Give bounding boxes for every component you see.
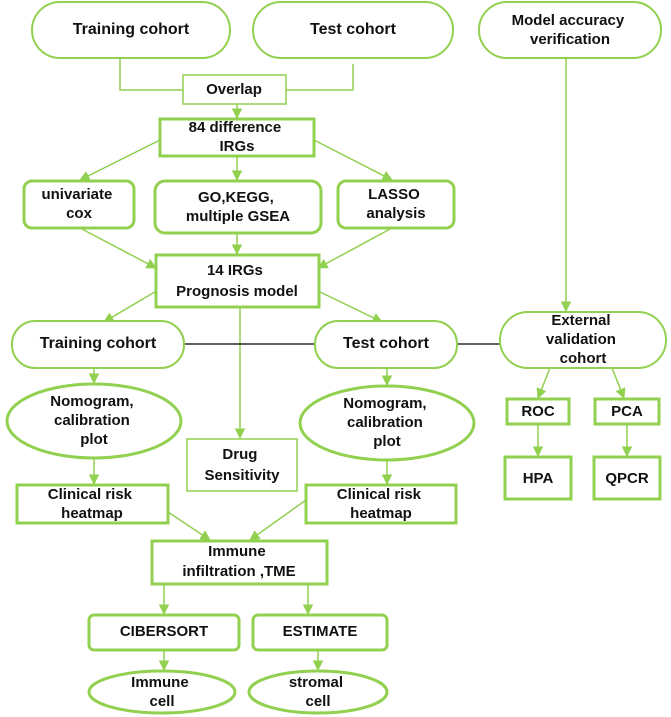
svg-text:CIBERSORT: CIBERSORT (120, 623, 208, 640)
edge-prognosis-test (315, 289, 383, 323)
node-hpa: HPA (503, 455, 573, 501)
node-qpcr: QPCR (592, 455, 662, 501)
svg-text:HPA: HPA (523, 470, 554, 487)
node-cibersort: CIBERSORT (87, 613, 241, 652)
svg-text:Overlap: Overlap (206, 81, 262, 98)
svg-text:Immune infiltration ,T: Immune infiltration ,TME (182, 543, 295, 580)
svg-text:Drug Sensitivity: Drug Sensitivity (204, 446, 280, 484)
node-go-kegg: GO,KEGG, multiple GSEA (153, 179, 323, 235)
svg-text:Nomogram, calibration: Nomogram, calibration plot (50, 393, 138, 448)
edge-training-overlap (119, 58, 183, 91)
node-immune-infiltration: Immune infiltration ,TME (150, 539, 329, 586)
node-model-accuracy: Model accuracy verification (478, 1, 662, 59)
node-training-cohort-top: Training cohort (31, 1, 231, 59)
node-roc: ROC (505, 397, 571, 426)
edge-lasso-prognosis (317, 227, 393, 269)
edge-difference-lasso (313, 139, 393, 181)
edge-external-roc (536, 367, 551, 399)
node-overlap: Overlap (182, 74, 287, 105)
svg-text:Model accuracy verific: Model accuracy verification (512, 12, 629, 48)
node-immune-cell: Immune cell (87, 669, 237, 715)
node-prognosis-model: 14 IRGs Prognosis model (154, 253, 321, 309)
edge-clinright-immune (249, 499, 307, 541)
svg-text:QPCR: QPCR (605, 470, 649, 487)
svg-text:Clinical risk heatmap: Clinical risk heatmap (48, 486, 136, 522)
edge-prognosis-training (103, 289, 159, 323)
node-pca: PCA (593, 397, 661, 426)
nodes: Training cohort Test cohort Model accura… (5, 1, 667, 715)
edge-test-overlap (286, 64, 354, 91)
node-stromal-cell: stromal cell (247, 669, 389, 715)
node-test-cohort-mid: Test cohort (314, 320, 458, 369)
svg-text:Immune cell: Immune cell (131, 674, 193, 710)
svg-text:GO,KEGG, multiple GSEA: GO,KEGG, multiple GSEA (186, 189, 290, 225)
node-external-validation: External validation cohort (499, 311, 667, 369)
svg-text:Nomogram, calibration: Nomogram, calibration plot (343, 395, 431, 450)
node-training-cohort-mid: Training cohort (11, 320, 185, 369)
node-nomogram-left: Nomogram, calibration plot (5, 382, 183, 460)
node-drug-sensitivity: Drug Sensitivity (186, 438, 298, 492)
svg-text:stromal cell: stromal cell (289, 674, 347, 710)
svg-text:14 IRGs Prognosis mod: 14 IRGs Prognosis model (176, 262, 298, 300)
svg-text:External validation: External validation cohort (546, 312, 620, 367)
svg-text:PCA: PCA (611, 403, 643, 420)
node-84-difference: 84 difference IRGs (158, 117, 316, 158)
node-estimate: ESTIMATE (251, 613, 389, 652)
node-univariate-cox: univariate cox (22, 179, 136, 230)
svg-text:ESTIMATE: ESTIMATE (283, 623, 358, 640)
node-clinical-risk-left: Clinical risk heatmap (15, 483, 170, 525)
node-nomogram-right: Nomogram, calibration plot (298, 384, 476, 462)
svg-text:Clinical risk heatmap: Clinical risk heatmap (337, 486, 425, 522)
edge-univariate-prognosis (79, 227, 157, 269)
node-test-cohort-top: Test cohort (252, 1, 454, 59)
svg-text:Test cohort: Test cohort (310, 21, 397, 38)
svg-text:84 difference IRGs: 84 difference IRGs (189, 119, 286, 155)
node-lasso: LASSO analysis (336, 179, 456, 230)
edge-difference-univariate (79, 139, 161, 181)
svg-text:ROC: ROC (521, 403, 555, 420)
svg-text:Test cohort: Test cohort (343, 335, 430, 352)
svg-text:LASSO analysis: LASSO analysis (366, 186, 425, 222)
svg-text:Training cohort: Training cohort (40, 335, 157, 352)
svg-text:Training cohort: Training cohort (73, 21, 190, 38)
node-clinical-risk-right: Clinical risk heatmap (304, 483, 458, 525)
edge-external-pca (611, 367, 626, 399)
edge-clinleft-immune (167, 511, 211, 541)
svg-text:univariate cox: univariate cox (41, 186, 116, 222)
